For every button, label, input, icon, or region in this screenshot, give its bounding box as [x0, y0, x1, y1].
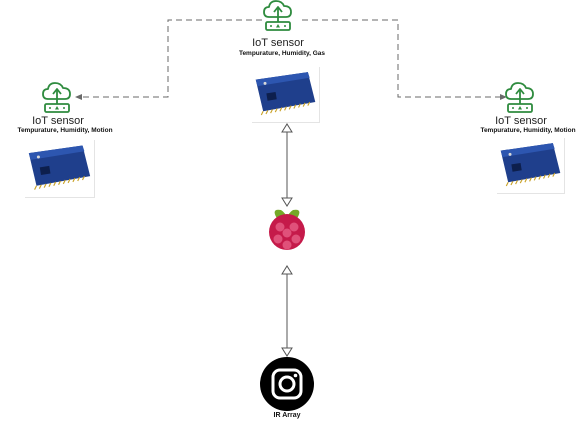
right-sensor-title: IoT sensor [495, 115, 547, 127]
arrowhead-right [500, 94, 507, 100]
cloud-upload-icon [505, 82, 534, 113]
ir-array-label: IR Array [273, 412, 301, 419]
center-sensor-subtitle: Tempurature, Humidity, Gas [238, 50, 326, 57]
arrowhead-left [75, 94, 82, 100]
camera-icon [260, 357, 314, 411]
cloud-upload-icon [42, 82, 71, 113]
xbee-module-right [497, 138, 565, 194]
left-sensor-subtitle: Tempurature, Humidity, Motion [17, 127, 113, 134]
xbee-module-left [25, 140, 95, 198]
right-sensor-subtitle: Tempurature, Humidity, Motion [480, 127, 576, 134]
cloud-upload-icon [263, 0, 292, 31]
center-sensor-title: IoT sensor [252, 37, 304, 49]
xbee-module-center [252, 67, 320, 123]
left-sensor-title: IoT sensor [32, 115, 84, 127]
dashed-connectors [82, 19, 500, 98]
solid-connectors [281, 123, 293, 357]
raspberry-pi-icon [269, 209, 305, 250]
